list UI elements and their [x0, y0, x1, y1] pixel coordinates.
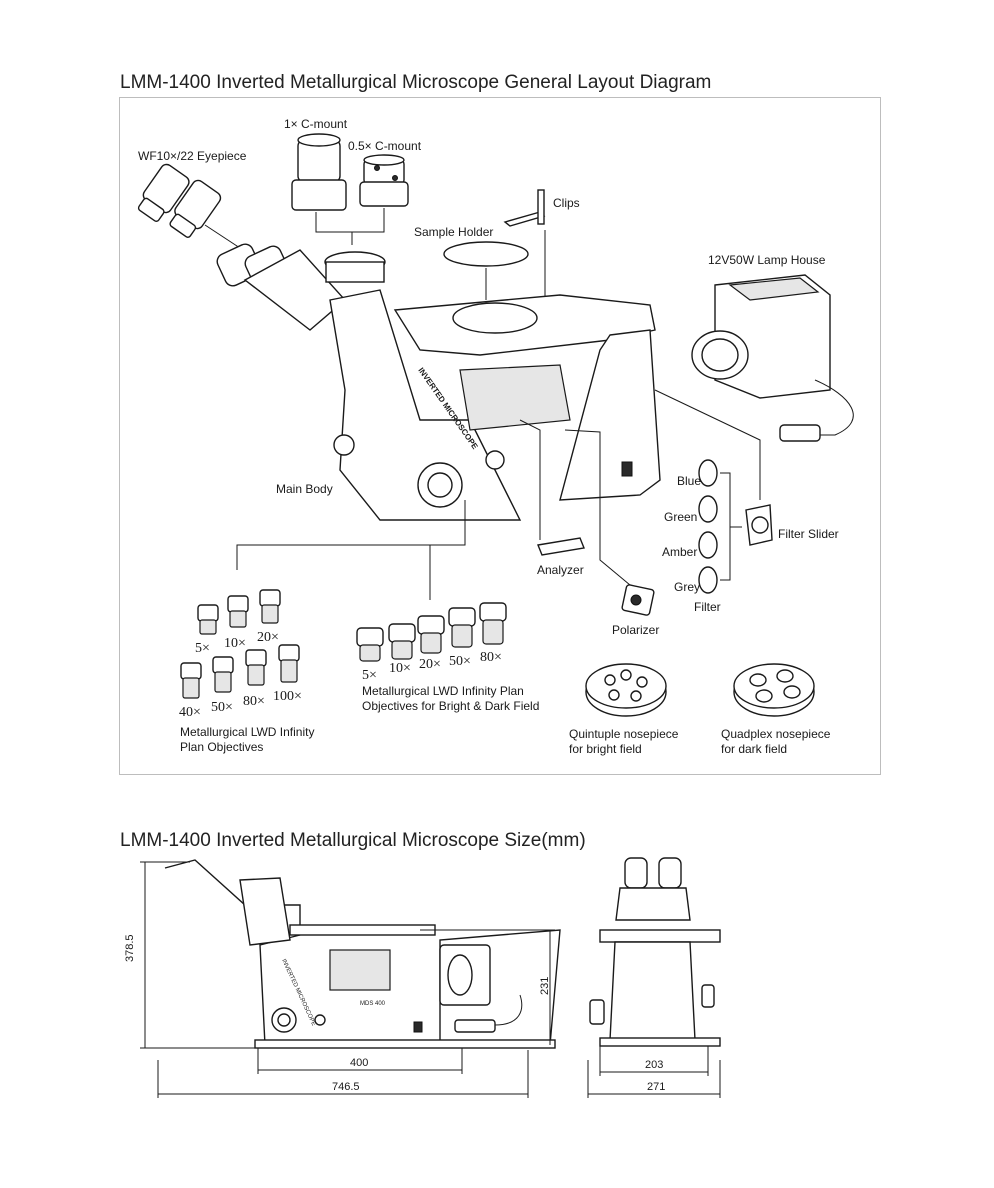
- mag-left-100x: 100×: [273, 689, 302, 704]
- filter-slider: [745, 504, 773, 546]
- objective-5x: [197, 604, 219, 635]
- mag-mid-5x: 5×: [362, 668, 377, 683]
- front-view-drawing: [589, 857, 721, 1047]
- size-diagram-title: LMM-1400 Inverted Metallurgical Microsco…: [120, 830, 586, 851]
- side-view-drawing: [164, 859, 561, 1049]
- analyzer-label: Analyzer: [537, 563, 584, 577]
- mag-mid-20x: 20×: [419, 657, 441, 672]
- polarizer: [621, 584, 655, 616]
- analyzer: [537, 537, 585, 556]
- objective-40x: [180, 662, 202, 699]
- dim-width-total-label: 746.5: [332, 1081, 360, 1093]
- mag-left-50x: 50×: [211, 700, 233, 715]
- quintuple-nosepiece: [585, 663, 667, 717]
- dim-height-stage-label: 231: [539, 977, 551, 995]
- side-model-text: MDS 400: [360, 1001, 386, 1007]
- sample-holder: [443, 241, 529, 267]
- c-mount-05x-label: 0.5× C-mount: [348, 139, 422, 153]
- main-body: [329, 289, 661, 521]
- clips: [503, 189, 546, 227]
- objective-mid-50x: [448, 607, 476, 648]
- mag-left-80x: 80×: [243, 694, 265, 709]
- filter-green-label: Green: [664, 510, 697, 524]
- filter-label: Filter: [694, 600, 721, 614]
- quintuple-nosepiece-caption-1: Quintuple nosepiece: [569, 727, 679, 741]
- objective-20x: [259, 589, 281, 624]
- dim-width-total: [157, 1050, 529, 1098]
- objectives-mid-caption-2: Objectives for Bright & Dark Field: [362, 699, 539, 713]
- objective-100x: [278, 644, 300, 683]
- quintuple-nosepiece-caption-2: for bright field: [569, 742, 642, 756]
- filter-set: [698, 459, 718, 594]
- objective-mid-5x: [356, 627, 384, 662]
- layout-diagram-title: LMM-1400 Inverted Metallurgical Microsco…: [120, 72, 712, 93]
- dim-front-total: [587, 1060, 721, 1098]
- dim-width-base: [257, 1048, 463, 1074]
- mag-left-10x: 10×: [224, 636, 246, 651]
- filter-grey-label: Grey: [674, 580, 700, 594]
- objectives-mid: [356, 602, 507, 662]
- objective-mid-80x: [479, 602, 507, 645]
- eyepiece: [137, 163, 222, 238]
- dim-height-total: [140, 861, 255, 1049]
- dim-height-stage: [420, 929, 555, 1045]
- dim-height-total-label: 378.5: [124, 934, 136, 962]
- eyepiece-label: WF10×/22 Eyepiece: [138, 149, 247, 163]
- objective-80x: [245, 649, 267, 686]
- dim-width-base-label: 400: [350, 1057, 368, 1069]
- mag-left-5x: 5×: [195, 641, 210, 656]
- mag-left-40x: 40×: [179, 705, 201, 720]
- objectives-left: [180, 589, 300, 699]
- c-mount-05x: [359, 154, 409, 207]
- filter-blue: [698, 459, 718, 487]
- objective-10x: [227, 595, 249, 628]
- mag-mid-80x: 80×: [480, 650, 502, 665]
- c-mount-1x-label: 1× C-mount: [284, 117, 348, 131]
- objective-mid-20x: [417, 615, 445, 654]
- filter-slider-label: Filter Slider: [778, 527, 839, 541]
- filter-blue-label: Blue: [677, 474, 701, 488]
- objectives-left-caption-2: Plan Objectives: [180, 740, 263, 754]
- filter-amber-label: Amber: [662, 545, 697, 559]
- mag-mid-10x: 10×: [389, 661, 411, 676]
- c-mount-1x: [291, 133, 347, 211]
- objectives-mid-caption-1: Metallurgical LWD Infinity Plan: [362, 684, 524, 698]
- quadplex-nosepiece-caption-1: Quadplex nosepiece: [721, 727, 831, 741]
- dim-front-total-label: 271: [647, 1081, 665, 1093]
- objectives-left-caption-1: Metallurgical LWD Infinity: [180, 725, 314, 739]
- quadplex-nosepiece-caption-2: for dark field: [721, 742, 787, 756]
- clips-label: Clips: [553, 196, 580, 210]
- filter-green: [698, 495, 718, 523]
- objective-mid-10x: [388, 623, 416, 660]
- layout-diagram-frame: [119, 97, 881, 775]
- sample-holder-label: Sample Holder: [414, 225, 493, 239]
- filter-grey: [698, 566, 718, 594]
- binocular-head: [216, 243, 386, 331]
- polarizer-label: Polarizer: [612, 623, 659, 637]
- filter-amber: [698, 531, 718, 559]
- quadplex-nosepiece: [733, 663, 815, 717]
- dim-front-base-label: 203: [645, 1059, 663, 1071]
- main-body-label: Main Body: [276, 482, 333, 496]
- mag-left-20x: 20×: [257, 630, 279, 645]
- lamp-house: [691, 274, 854, 442]
- objective-50x: [212, 656, 234, 693]
- mag-mid-50x: 50×: [449, 654, 471, 669]
- dim-front-base: [599, 1046, 709, 1076]
- lamp-house-label: 12V50W Lamp House: [708, 253, 826, 267]
